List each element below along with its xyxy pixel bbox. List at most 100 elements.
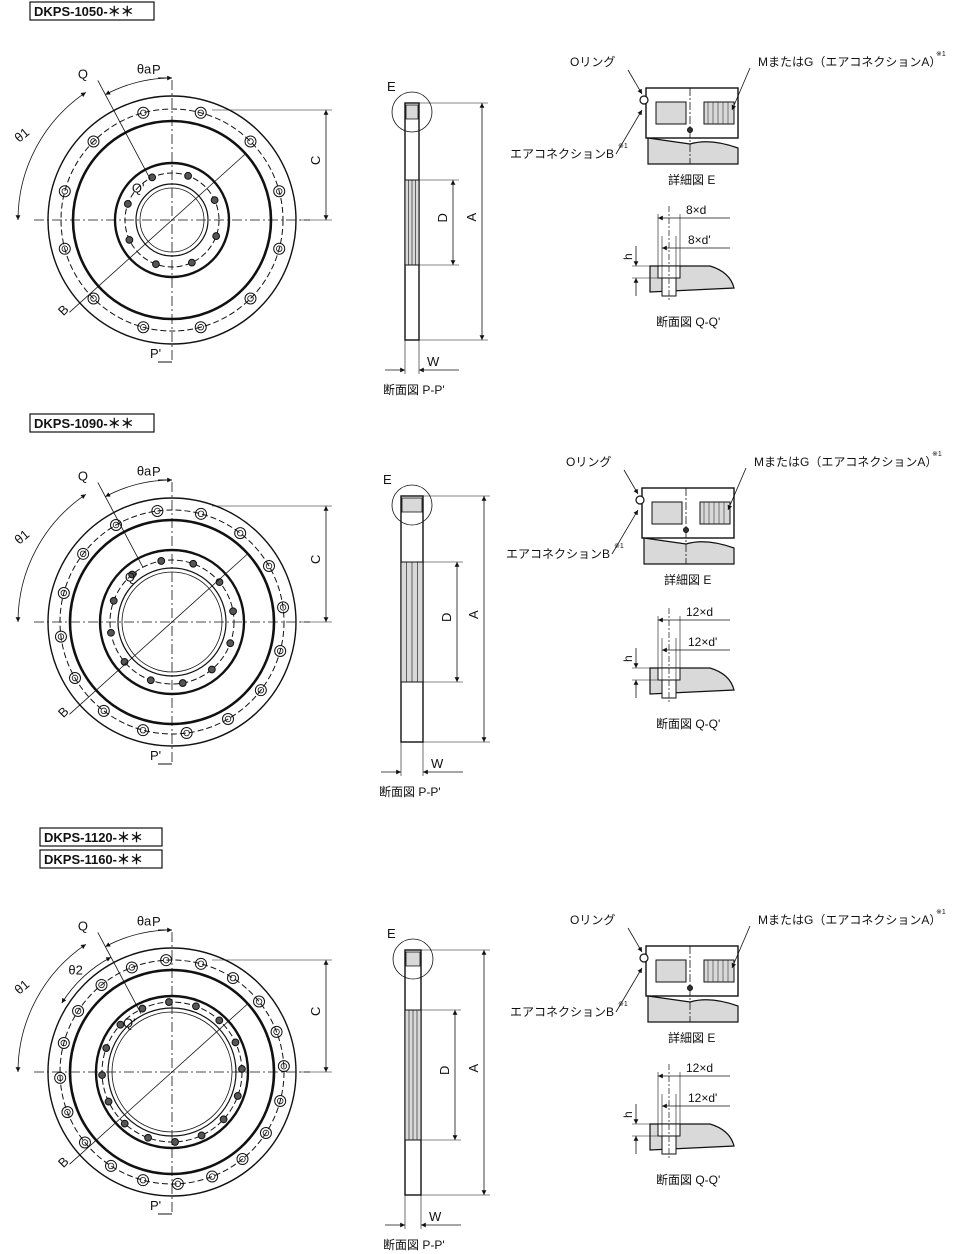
outer-bolt-hole	[253, 995, 266, 1008]
inner-bolt-hole	[157, 557, 166, 565]
outer-bolt-hole-inner	[255, 998, 263, 1005]
detail-body-lower	[643, 537, 735, 565]
label-q: Q	[78, 918, 88, 933]
outer-bolt-hole	[234, 527, 247, 540]
inner-bolt-hole	[125, 235, 134, 244]
caption-section-qq: 断面図 Q-Q'	[656, 1172, 720, 1187]
model-box-frame	[39, 849, 163, 869]
port-b	[651, 501, 683, 525]
o-ring	[639, 953, 649, 963]
label-conn-b: エアコネクションB	[510, 147, 614, 161]
inner-bolt-hole	[229, 607, 237, 616]
outer-bolt-hole	[244, 292, 257, 305]
section-seal-pocket	[405, 951, 421, 967]
port-b	[655, 959, 687, 983]
label-q-prime: Q'	[132, 181, 145, 196]
label-theta-1: θ1	[11, 527, 32, 548]
outer-bolt-hole-inner	[276, 245, 283, 252]
outer-bolt-hole	[87, 135, 100, 148]
footnote-b: ※1	[618, 143, 628, 150]
outer-bolt-hole	[137, 724, 150, 737]
outer-bolt-hole	[226, 972, 239, 985]
outer-bolt-hole-inner	[208, 1173, 216, 1180]
inner-bolt-hole	[226, 639, 235, 648]
inner-bolt-hole	[219, 1115, 228, 1124]
label-theta-1: θ1	[11, 977, 32, 998]
model-box-frame	[29, 413, 155, 433]
detail-body-upper	[645, 945, 739, 997]
caption-section-pp: 断面図 P-P'	[379, 784, 441, 799]
inner-bolt-hole	[123, 200, 132, 208]
outer-bolt-hole-inner	[57, 633, 65, 640]
diameter-b-line	[69, 553, 249, 715]
inner-bolt-hole	[212, 232, 221, 240]
theta-a-arc	[105, 927, 173, 947]
o-ring	[635, 495, 645, 505]
inner-bolt-hole	[102, 1044, 111, 1052]
label-d: D	[439, 613, 454, 622]
outer-bolt-hole-inner	[276, 647, 284, 655]
label-d: D	[435, 213, 450, 222]
outer-bolt-hole	[87, 292, 100, 305]
outer-bolt-hole-inner	[64, 1108, 71, 1116]
diameter-b-line	[69, 153, 246, 313]
label-d: D	[437, 1066, 452, 1075]
label-conn-a: MまたはG（エアコネクションA）	[758, 913, 941, 927]
label-p-prime: P'	[150, 748, 161, 763]
label-ndp: 8×d'	[688, 233, 711, 247]
outer-bolt-hole-inner	[247, 138, 254, 145]
port-a	[703, 101, 735, 125]
outer-bolt-hole	[171, 1177, 184, 1190]
label-conn-b: エアコネクションB	[510, 1005, 614, 1019]
outer-bolt-hole	[194, 507, 207, 520]
inner-bolt-hole	[189, 559, 198, 568]
outer-bolt-hole-inner	[154, 507, 161, 515]
outer-bolt-hole-inner	[276, 1097, 284, 1105]
outer-bolt-hole	[58, 185, 71, 198]
label-e: E	[387, 79, 396, 94]
outer-bolt-hole-inner	[61, 245, 68, 252]
inner-bolt-hole	[138, 1004, 147, 1013]
caption-detail-e: 詳細図 E	[668, 1030, 715, 1045]
caption-section-qq: 断面図 Q-Q'	[656, 716, 720, 731]
theta-a-arc	[105, 477, 173, 497]
label-w: W	[431, 756, 444, 771]
inner-bolt-hole	[187, 258, 196, 267]
label-a: A	[466, 610, 481, 619]
outer-bolt-hole-inner	[100, 707, 108, 715]
leader-o-ring	[623, 469, 639, 495]
footnote-a: ※1	[936, 51, 946, 58]
outer-bolt-hole-inner	[224, 715, 232, 723]
outer-bolt-hole-inner	[257, 686, 265, 694]
outer-bolt-hole	[160, 954, 173, 967]
label-h: h	[621, 1111, 635, 1118]
outer-bolt-hole-inner	[139, 726, 147, 734]
model-number: DKPS-1050-＊＊	[34, 4, 134, 19]
outer-bolt-hole	[61, 1106, 74, 1119]
detail-e-circle	[391, 484, 433, 526]
outer-bolt-hole-inner	[197, 324, 204, 331]
label-q: Q	[78, 468, 88, 483]
inner-bolt-hole	[120, 1119, 129, 1128]
detail-body-lower	[647, 137, 739, 165]
leader-o-ring	[627, 927, 643, 953]
label-w: W	[427, 354, 440, 369]
leader-conn-b	[611, 509, 639, 555]
outer-bolt-hole-inner	[197, 109, 204, 116]
theta-1-arc	[15, 91, 87, 221]
outer-bolt-hole-inner	[139, 1176, 147, 1184]
outer-bolt-hole-inner	[90, 138, 97, 145]
outer-bolt-hole	[244, 135, 257, 148]
inner-bolt-hole	[146, 676, 155, 685]
outer-bolt-hole	[180, 727, 193, 740]
port-a	[703, 959, 735, 983]
label-c: C	[308, 1007, 323, 1016]
label-e: E	[383, 472, 392, 487]
label-conn-a: MまたはG（エアコネクションA）	[754, 455, 937, 469]
